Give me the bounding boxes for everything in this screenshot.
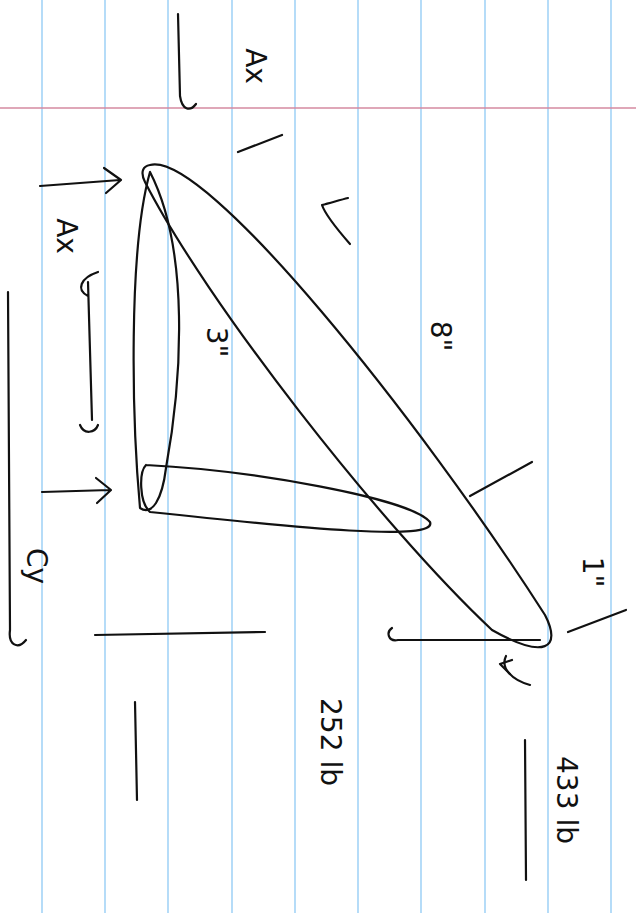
- dimension-tick: [568, 610, 626, 632]
- dimension-tick: [470, 462, 532, 496]
- load-label: 252 lb: [316, 698, 344, 786]
- ruled-line: [294, 0, 295, 913]
- ruled-lines: [42, 0, 611, 913]
- dimension-label: 1": [578, 557, 606, 588]
- force-label: Ax: [241, 48, 269, 84]
- force-arrow: [389, 628, 540, 640]
- ruled-line: [41, 0, 42, 913]
- margin-line: [0, 107, 636, 109]
- ruled-line: [547, 0, 548, 913]
- arrow-head: [500, 660, 512, 674]
- force-arrow: [504, 656, 530, 880]
- dimension-label: 3": [202, 327, 230, 358]
- member-loop: [141, 465, 430, 532]
- dimension-bracket: [80, 272, 98, 432]
- force-label: Cy: [22, 548, 50, 584]
- ruled-line: [610, 0, 611, 913]
- load-label: 433 lb: [552, 756, 580, 844]
- ruled-line: [484, 0, 485, 913]
- sketch-stroke: [135, 702, 137, 800]
- moment-arrow: [322, 198, 350, 244]
- sketch-stroke: [238, 135, 282, 152]
- sketch-stroke: [8, 292, 26, 645]
- frame-sketch: [8, 14, 626, 880]
- member-loop: [134, 172, 179, 510]
- member-loop: [143, 164, 552, 647]
- ruled-line: [357, 0, 358, 913]
- ruled-line: [420, 0, 421, 913]
- force-arrow: [42, 478, 111, 503]
- ruled-line: [231, 0, 232, 913]
- sketch-stroke: [95, 632, 265, 635]
- dimension-label: 8": [426, 321, 454, 352]
- sketch-stroke: [178, 14, 196, 109]
- force-arrow: [40, 168, 121, 193]
- ruled-line: [104, 0, 105, 913]
- force-label: Ax: [52, 218, 80, 254]
